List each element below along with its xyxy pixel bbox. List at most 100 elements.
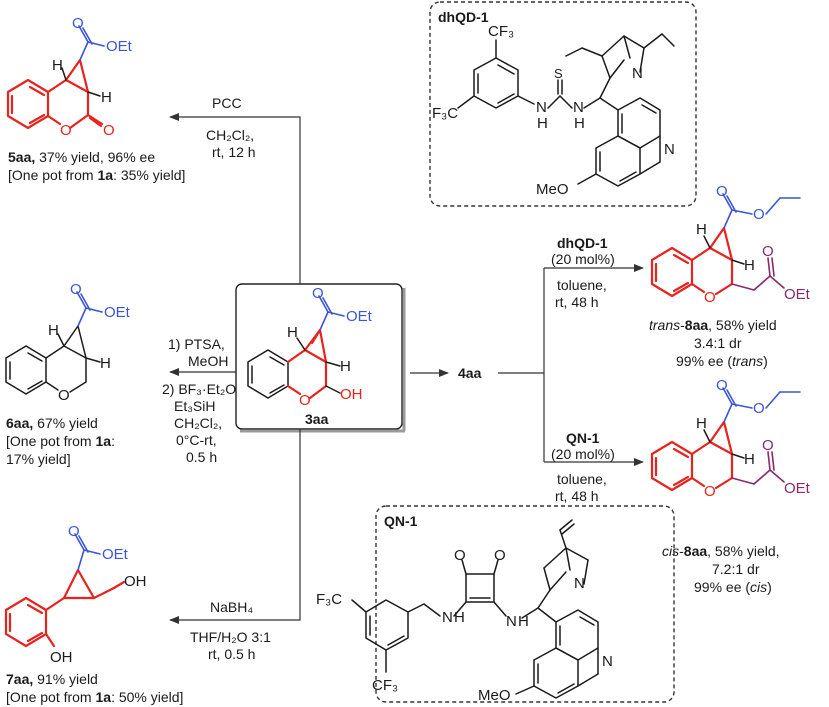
qn1-cf3-left: F₃C	[316, 591, 342, 608]
6aa-onepot-id: 1a	[95, 433, 111, 449]
catalyst-qn1-title: QN-1	[384, 513, 418, 529]
6aa-caption-line3: 17% yield]	[6, 451, 71, 467]
trans-8aa-id: 8aa	[685, 317, 709, 333]
trans-8aa-caption-line1: trans-8aa, 58% yield	[649, 317, 777, 333]
dhqd1-nh1-h: H	[537, 115, 548, 132]
top-branch-catalyst: dhQD-1	[557, 235, 608, 251]
5aa-caption-line1: 5aa, 37% yield, 96% ee	[8, 149, 155, 165]
trans-8aa-ester-o-bridge: O	[753, 206, 765, 223]
trans-8aa-ee-mode: trans	[732, 353, 763, 369]
qn1-quinoline-n: N	[602, 653, 613, 670]
qn1-nh1-h: H	[454, 609, 465, 626]
compound-7aa: OH OH O OEt 7aa, 91% yield [One pot from…	[4, 523, 183, 705]
compound-3aa-box	[235, 283, 403, 430]
cis-8aa-ee: 99% ee (cis)	[694, 579, 772, 595]
trans-8aa-prefix: trans	[649, 317, 680, 333]
3aa-ring-o: O	[299, 392, 311, 409]
arrow-pcc	[169, 113, 301, 284]
qn1-nh1-n: N	[442, 609, 453, 626]
6aa-onepot-pre: [One pot from	[6, 433, 95, 449]
trans-8aa-structure	[650, 193, 801, 298]
3aa-h2: H	[340, 358, 351, 375]
bottom-branch-catalyst: QN-1	[566, 430, 600, 446]
catalyst-dhqd1-box	[429, 1, 697, 207]
dhqd1-nh1-n: N	[536, 99, 547, 116]
7aa-id: 7aa,	[6, 671, 33, 687]
5aa-result: 37% yield, 96% ee	[35, 149, 155, 165]
reduction-line3: 2) BF₃·Et₂O	[162, 381, 236, 397]
qn1-cf3-bottom: CF₃	[372, 677, 398, 694]
trans-8aa-ee: 99% ee (trans)	[676, 353, 768, 369]
pcc-line1: PCC	[212, 95, 242, 111]
reduction-line4: Et₃SiH	[174, 398, 216, 414]
6aa-h2: H	[100, 355, 111, 372]
dhqd1-cf3-left: F₃C	[432, 105, 458, 122]
qn1-structure	[351, 519, 599, 699]
top-branch-loading: (20 mol%)	[551, 251, 615, 267]
top-branch-solvent: toluene,	[557, 277, 607, 293]
dhqd1-nh2-h: H	[574, 115, 585, 132]
compound-5aa-structure	[6, 25, 105, 130]
trans-8aa-ring-o: O	[704, 289, 716, 306]
6aa-ester-o: O	[70, 281, 82, 298]
7aa-onepot-post: : 50% yield]	[111, 689, 183, 705]
6aa-oet: OEt	[104, 304, 131, 321]
cis-8aa-dash: -	[679, 543, 684, 559]
compound-5aa: H H O O O OEt 5aa, 37% yield, 96% ee [On…	[6, 15, 185, 183]
cis-8aa-ester2-o: O	[762, 437, 774, 454]
bottom-branch-loading: (20 mol%)	[551, 446, 615, 462]
cis-8aa-ester-o: O	[716, 377, 728, 394]
6aa-caption-line1: 6aa, 67% yield	[6, 415, 98, 431]
trans-8aa-ester2-o: O	[762, 243, 774, 260]
6aa-result: 67% yield	[33, 415, 98, 431]
compound-3aa-structure	[247, 295, 345, 400]
5aa-h1: H	[52, 57, 63, 74]
catalyst-dhqd1-title: dhQD-1	[438, 9, 489, 25]
trans-8aa-ee-post: )	[763, 353, 768, 369]
bottom-branch-time: rt, 48 h	[555, 488, 599, 504]
cis-8aa-dr: 7.2:1 dr	[712, 561, 760, 577]
6aa-ring-o: O	[58, 387, 70, 404]
6aa-caption-line2: [One pot from 1a:	[6, 433, 115, 449]
pcc-line2: CH₂Cl₂,	[206, 127, 254, 143]
3aa-oet: OEt	[346, 308, 373, 325]
dhqd1-thiourea-s: S	[554, 66, 563, 81]
cis-8aa-ee-pre: 99% ee (	[694, 579, 750, 595]
cis-8aa-h2: H	[744, 451, 755, 468]
compound-6aa: H H O O OEt 6aa, 67% yield [One pot from…	[5, 281, 131, 467]
6aa-onepot-post: :	[111, 433, 115, 449]
3aa-h1: H	[287, 324, 298, 341]
5aa-id: 5aa,	[8, 149, 35, 165]
arrow-branch	[498, 264, 644, 466]
catalyst-dhqd1: dhQD-1	[429, 1, 697, 207]
qn1-squaramide-o1: O	[454, 547, 466, 564]
qn1-squaramide-o2: O	[494, 547, 506, 564]
6aa-h1: H	[48, 322, 59, 339]
catalyst-qn1-box	[375, 505, 675, 703]
cis-8aa-id: 8aa	[684, 543, 708, 559]
7aa-oet: OEt	[102, 546, 129, 563]
compound-cis-8aa: H H O O OEt O O cis-8aa, 58% yield, 7.2:…	[650, 377, 811, 595]
qn1-meo: MeO	[478, 687, 511, 704]
5aa-carbonyl-o: O	[103, 122, 115, 139]
dhqd1-quinoline-n: N	[664, 141, 675, 158]
trans-8aa-dr: 3.4:1 dr	[694, 335, 742, 351]
pcc-line3: rt, 12 h	[212, 144, 256, 160]
cis-8aa-ee-mode: cis	[750, 579, 767, 595]
cis-8aa-caption-line1: cis-8aa, 58% yield,	[662, 543, 780, 559]
compound-trans-8aa: H H O O OEt O O trans-8aa, 58% yield 3.4…	[649, 183, 811, 369]
trans-8aa-h2: H	[744, 257, 755, 274]
nabh4-line3: rt, 0.5 h	[208, 646, 255, 662]
compound-7aa-structure	[4, 533, 126, 648]
7aa-ester-o: O	[68, 523, 80, 540]
5aa-onepot-id: 1a	[97, 167, 113, 183]
7aa-caption-line2: [One pot from 1a: 50% yield]	[6, 689, 183, 705]
5aa-ring-o: O	[60, 122, 72, 139]
trans-8aa-ester-o: O	[716, 183, 728, 200]
bottom-branch-solvent: toluene,	[557, 471, 607, 487]
reduction-line6: 0°C-rt,	[176, 432, 217, 448]
3aa-oh: OH	[340, 386, 363, 403]
5aa-ester-o: O	[72, 15, 84, 32]
5aa-h2: H	[101, 89, 112, 106]
dhqd1-cf3-top: CF₃	[488, 23, 514, 40]
